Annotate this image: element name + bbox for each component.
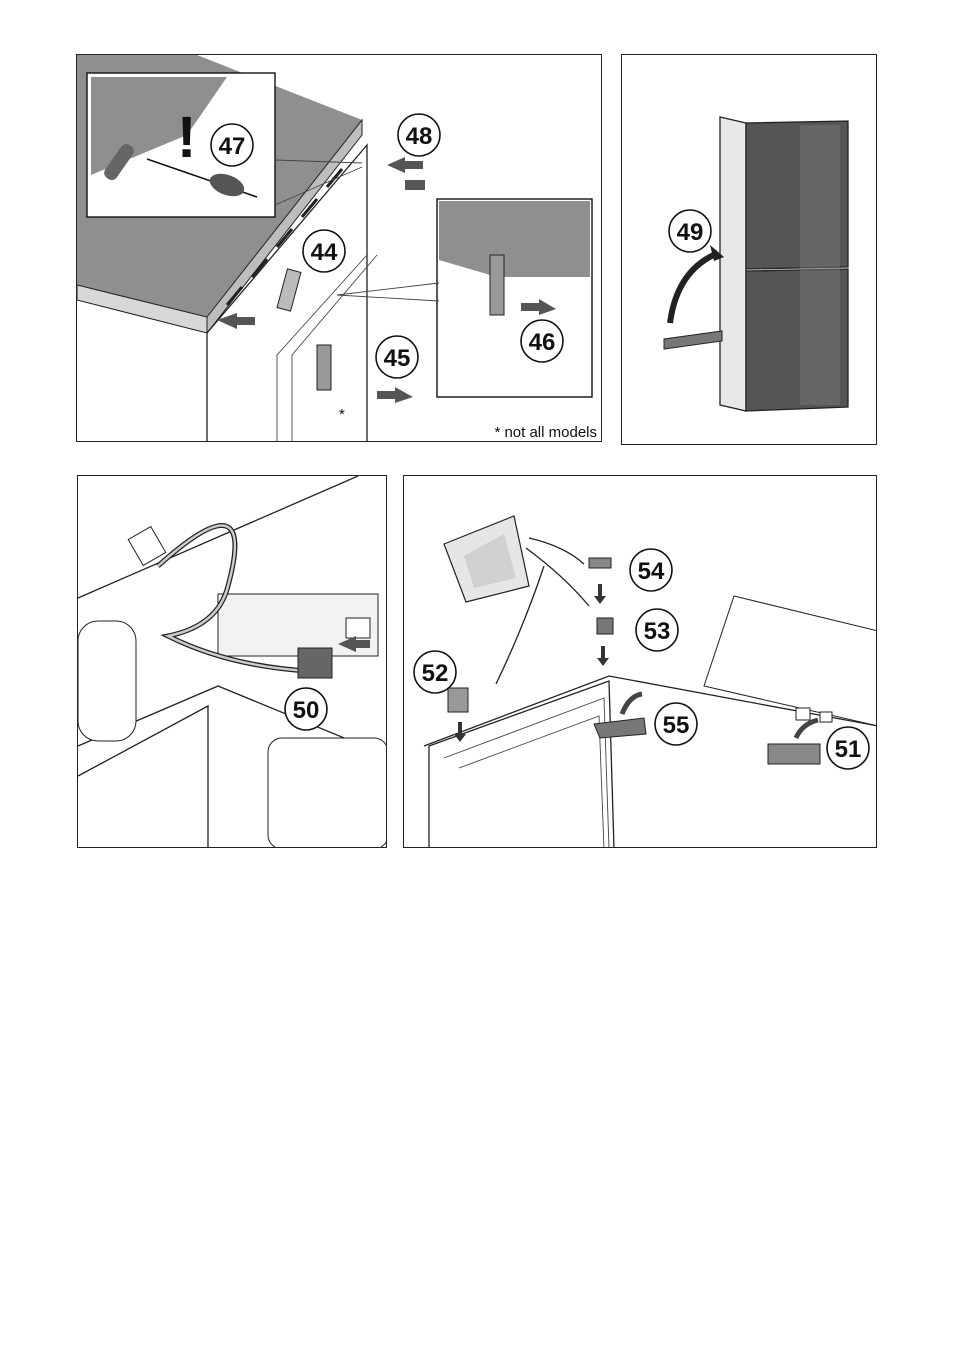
door-highlight [800,125,840,405]
cover-caps-illustration: 54 53 52 55 51 [404,476,877,848]
screw-48 [405,180,425,190]
pointer-to-54 [529,538,584,564]
cap-52 [448,688,468,712]
arrow-54-down [594,584,606,604]
inset-hinge-worktop [439,201,590,277]
step-49-label: 49 [677,219,704,246]
step-53-label: 53 [644,618,671,645]
step-55-label: 55 [663,712,690,739]
arrow-53-down [597,646,609,666]
arrow-45 [377,387,413,403]
cover-51 [768,744,820,764]
appliance-alignment-illustration: 49 [622,55,877,445]
step-44-label: 44 [311,239,338,266]
cable-connector [298,648,332,678]
appliance-side [720,117,746,411]
inset-pointer-line-4 [337,295,439,301]
step-50-label: 50 [293,697,320,724]
step-51-label: 51 [835,736,862,763]
slide-rail [664,331,722,349]
inset-hinge [490,255,504,315]
step-54-label: 54 [638,558,665,585]
hinge-plate-44 [277,269,301,311]
footnote-not-all-models: * not all models [494,424,597,441]
step-47-label: 47 [219,133,246,160]
panel-cover-caps: 54 53 52 55 51 [403,475,877,848]
pointer-to-53 [526,548,589,606]
cap-54 [589,558,611,568]
hinge-mounting-illustration: ! 47 48 44 45 * 46 * not all models [77,55,602,442]
arrow-48 [387,157,423,173]
socket-right [796,708,810,720]
appliance-top-edge [78,476,358,598]
inset-pointer-line-3 [337,283,439,295]
panel-hinge-mounting: ! 47 48 44 45 * 46 * not all models [76,54,602,442]
panel-appliance-alignment: 49 [621,54,877,445]
step-52-label: 52 [422,660,449,687]
warning-mark: ! [177,105,196,170]
step-46-label: 46 [529,329,556,356]
arrow-51 [796,720,818,738]
plug [128,527,166,566]
cap-53 [597,618,613,634]
asterisk-mark: * [339,406,345,423]
appliance-top [704,596,877,726]
cable-connection-illustration: 50 [78,476,387,848]
step-45-label: 45 [384,345,411,372]
lift-arrow-shaft [670,253,718,323]
recess-left [78,621,136,741]
lower-recess [268,738,387,848]
panel-cable-connection: 50 [77,475,387,848]
hinge-45 [317,345,331,390]
arrow-55 [622,694,642,714]
step-48-label: 48 [406,123,433,150]
cabinet-inner-line-2 [292,255,377,442]
socket-right-2 [820,712,832,722]
socket [346,618,370,638]
